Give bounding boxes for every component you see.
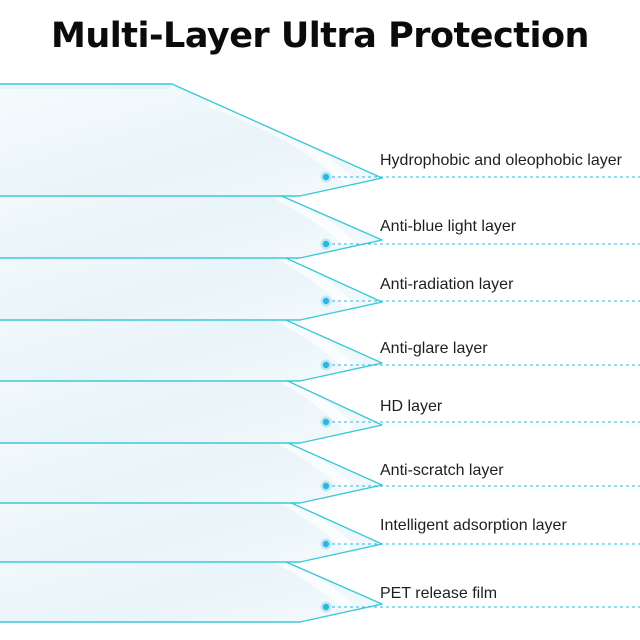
layer-label: Anti-radiation layer [380, 276, 514, 293]
leader-dot [322, 240, 330, 248]
layer-label: PET release film [380, 585, 498, 602]
leader-dot [322, 603, 330, 611]
layer-sheet [0, 83, 383, 197]
layer-label: Intelligent adsorption layer [380, 517, 567, 534]
layer-label: Anti-glare layer [380, 340, 488, 357]
layer-label: Anti-blue light layer [380, 218, 517, 235]
layer-label: HD layer [380, 398, 443, 415]
layer-label: Anti-scratch layer [380, 462, 504, 479]
page-title: Multi-Layer Ultra Protection [51, 16, 589, 56]
layer-label: Hydrophobic and oleophobic layer [380, 152, 622, 169]
leader-dot [322, 297, 330, 305]
leader-lines [320, 171, 640, 613]
leader-dot [322, 540, 330, 548]
leader-dot [322, 173, 330, 181]
leader-dot [322, 361, 330, 369]
layer-sheets [0, 83, 383, 623]
leader-dot [322, 482, 330, 490]
leader-dot [322, 418, 330, 426]
